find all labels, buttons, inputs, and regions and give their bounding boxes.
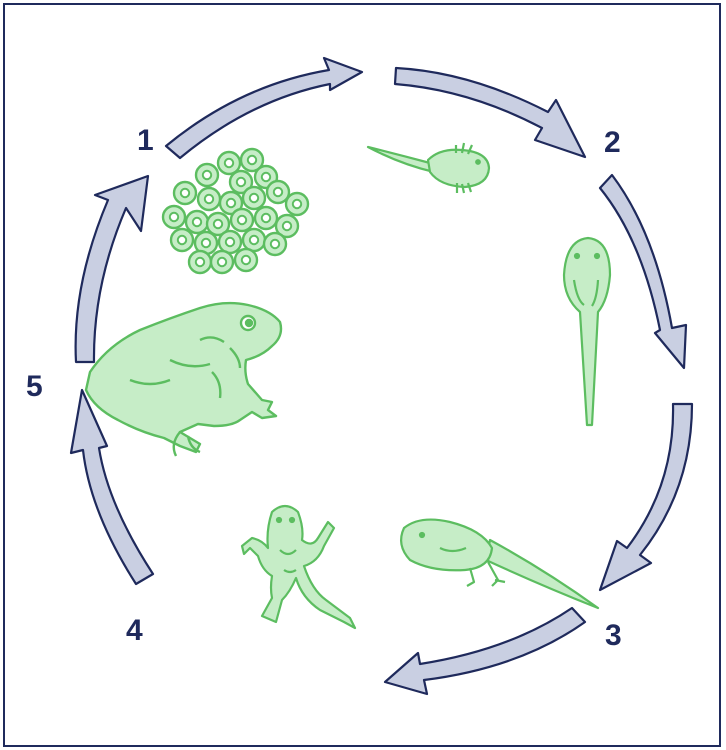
stage-5-number: 5 [26, 370, 43, 403]
froglet-illustration [242, 506, 355, 628]
stage-3-number: 3 [605, 619, 622, 652]
adult-frog-illustration [86, 303, 281, 456]
stage-1-number: 1 [137, 124, 154, 157]
tadpole-with-legs-illustration [401, 520, 598, 608]
cycle-arrow-2-top [395, 68, 585, 157]
frog-spawn-illustration [163, 149, 308, 273]
tadpole-illustration [368, 143, 489, 193]
cycle-arrow-to-3 [600, 404, 692, 590]
stage-4-number: 4 [126, 614, 143, 647]
cycle-arrow-1-to-2 [166, 58, 362, 158]
cycle-arrow-2-to-mid [600, 175, 686, 368]
stage-2-number: 2 [604, 126, 621, 159]
tadpole-growing-illustration [564, 238, 610, 425]
cycle-arrow-3-to-4 [385, 608, 585, 694]
